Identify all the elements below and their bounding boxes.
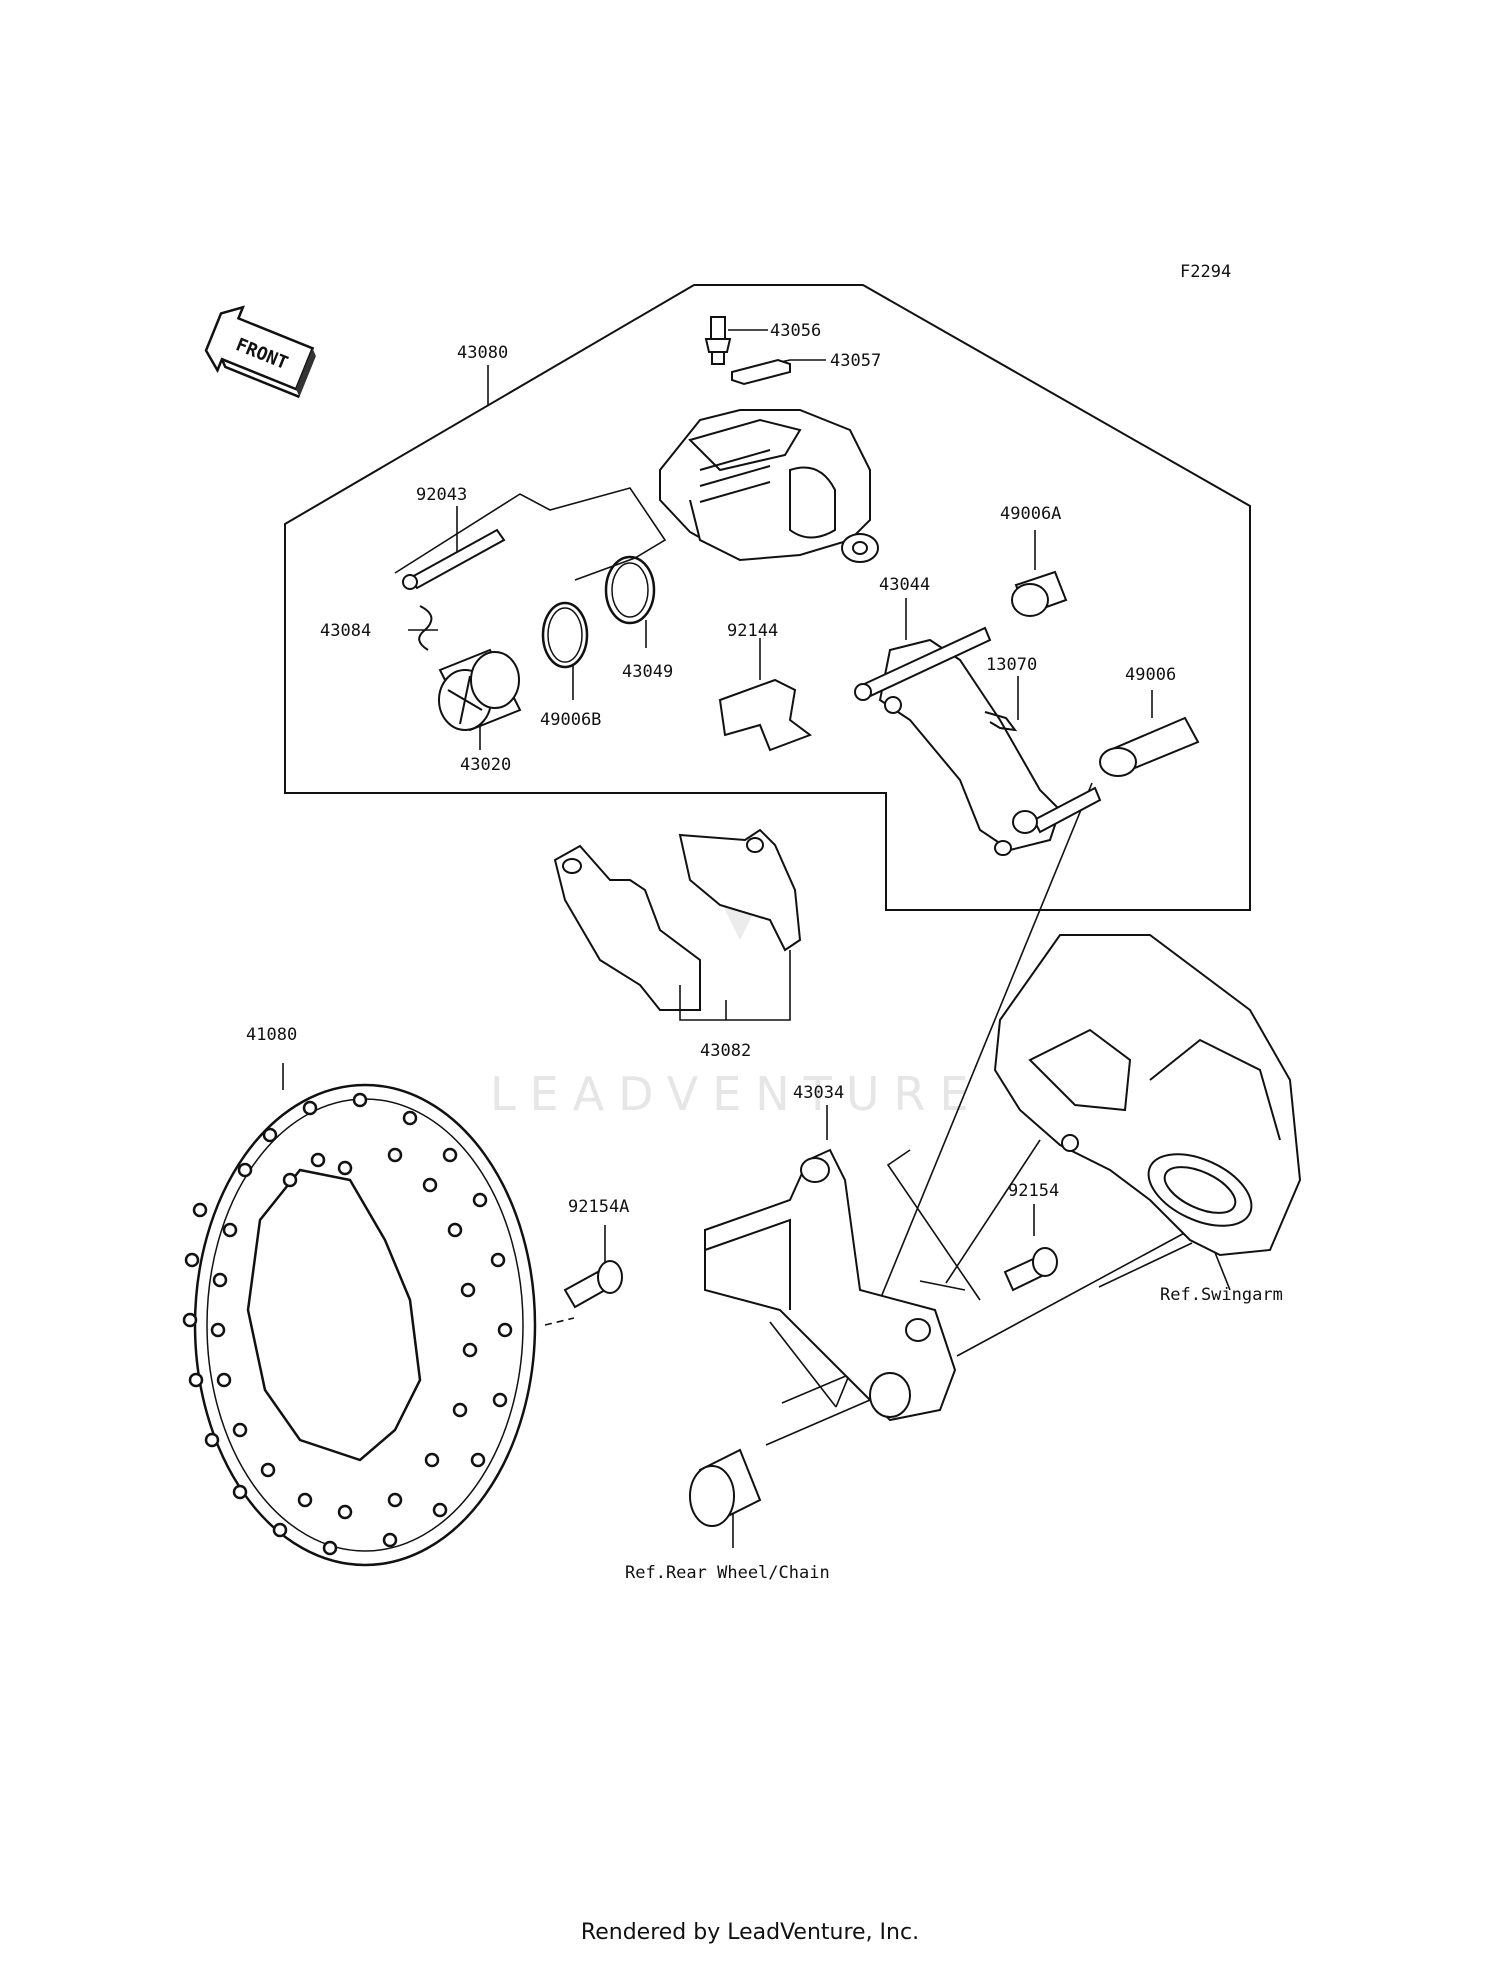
collar-reference bbox=[689, 1448, 762, 1527]
part-label-43084: 43084 bbox=[320, 621, 371, 641]
caliper-bracket-43034 bbox=[704, 1148, 957, 1422]
clip-43084 bbox=[418, 605, 433, 651]
boot-49006A bbox=[1011, 570, 1068, 617]
part-label-43044: 43044 bbox=[879, 575, 930, 595]
bolt-92154 bbox=[1003, 1247, 1058, 1292]
footer-credit: Rendered by LeadVenture, Inc. bbox=[580, 1920, 920, 1945]
ref-label-rear-wheel: Ref.Rear Wheel/Chain bbox=[625, 1563, 830, 1583]
part-label-92154: 92154 bbox=[1008, 1181, 1059, 1201]
brake-pads-43082 bbox=[553, 828, 802, 1011]
caliper-assembly-boundary bbox=[284, 284, 1251, 911]
part-label-43056: 43056 bbox=[770, 321, 821, 341]
bleeder-valve-43056 bbox=[704, 316, 732, 365]
boot-49006 bbox=[1099, 716, 1200, 777]
bleeder-cap-43057 bbox=[731, 358, 791, 386]
bolt-92154A bbox=[563, 1260, 623, 1309]
part-label-49006A: 49006A bbox=[1000, 504, 1061, 524]
part-label-13070: 13070 bbox=[986, 655, 1037, 675]
part-label-43034: 43034 bbox=[793, 1083, 844, 1103]
piston-43020 bbox=[438, 648, 522, 732]
part-label-92144: 92144 bbox=[727, 621, 778, 641]
seal-43049 bbox=[604, 555, 656, 625]
front-arrow-icon: FRONT bbox=[204, 305, 316, 399]
swingarm-reference bbox=[993, 934, 1302, 1257]
caliper-pin-92043 bbox=[402, 528, 506, 590]
part-label-43082: 43082 bbox=[700, 1041, 751, 1061]
part-label-49006B: 49006B bbox=[540, 710, 601, 730]
part-label-92154A: 92154A bbox=[568, 1197, 629, 1217]
bracket-43044 bbox=[854, 626, 1102, 856]
ref-label-swingarm: Ref.Swingarm bbox=[1160, 1285, 1283, 1305]
caliper-body bbox=[659, 409, 879, 563]
part-label-41080: 41080 bbox=[246, 1025, 297, 1045]
figure-code: F2294 bbox=[1180, 262, 1231, 282]
clip-13070 bbox=[984, 711, 1018, 732]
part-label-43057: 43057 bbox=[830, 351, 881, 371]
part-label-43049: 43049 bbox=[622, 662, 673, 682]
seal-49006B bbox=[541, 601, 589, 669]
pads-bracket-line bbox=[679, 950, 791, 1021]
brake-disc-41080 bbox=[182, 1083, 537, 1567]
watermark-text: LEADVENTURE bbox=[490, 1067, 983, 1121]
part-label-49006: 49006 bbox=[1125, 665, 1176, 685]
part-label-43080: 43080 bbox=[457, 343, 508, 363]
spring-92144 bbox=[718, 678, 813, 752]
part-label-92043: 92043 bbox=[416, 485, 467, 505]
part-label-43020: 43020 bbox=[460, 755, 511, 775]
